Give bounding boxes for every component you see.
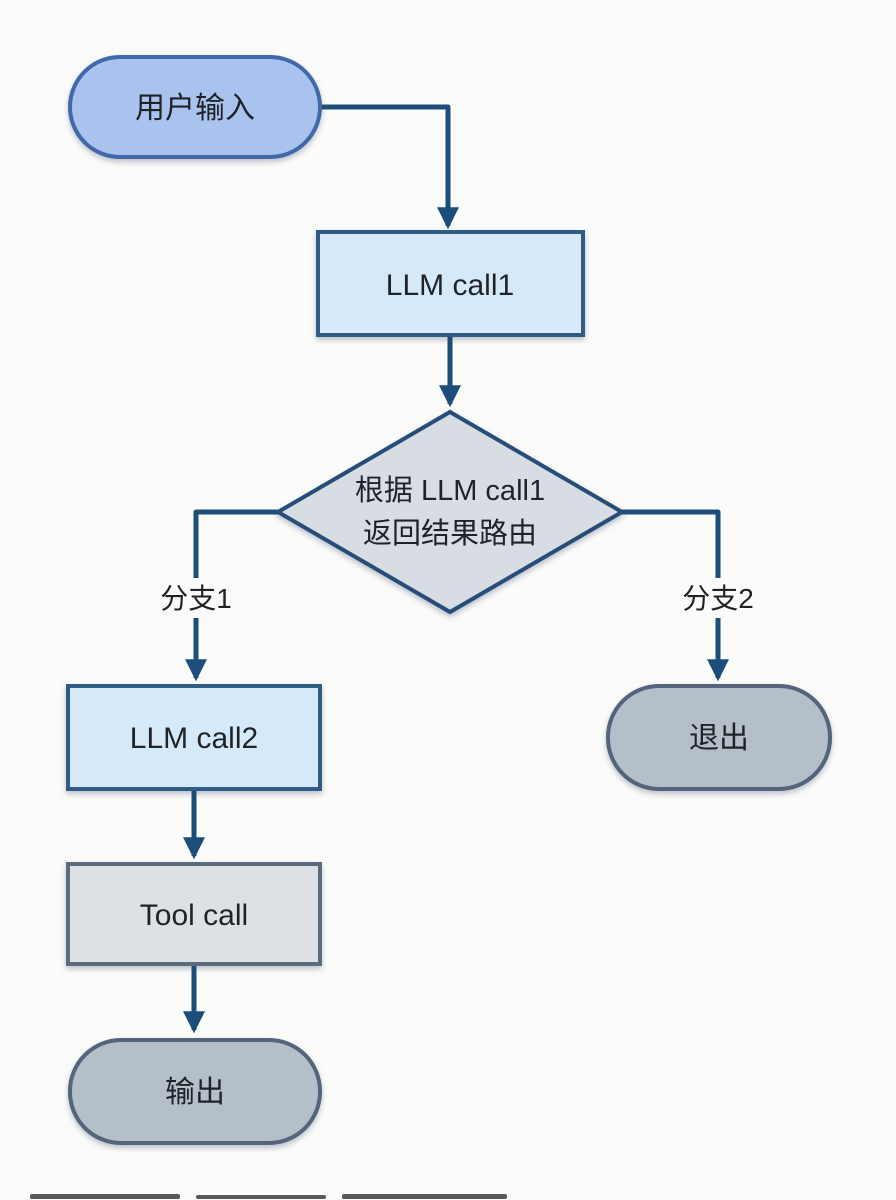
- exit-node: [606, 684, 832, 791]
- exit-node-label: 退出: [689, 722, 749, 755]
- route-decision-label-line2: 返回结果路由: [363, 517, 537, 550]
- start-node-label: 用户输入: [135, 92, 255, 125]
- branch2-label: 分支2: [682, 583, 754, 614]
- route-decision-node: [274, 409, 626, 615]
- edge-start-to-llm1: [320, 104, 459, 230]
- llm-call1-node: [316, 230, 585, 337]
- edge-route-to-exit: [618, 509, 729, 682]
- nodes-layer: 用户输入 LLM call1 根据 LLM call1 返回结果路由 LLM c…: [66, 55, 832, 1145]
- output-node: [68, 1038, 322, 1145]
- output-node-label: 输出: [165, 1076, 225, 1109]
- edge-route-to-llm2: [185, 509, 282, 682]
- llm-call2-node: [66, 684, 322, 791]
- route-decision-label-line1: 根据 LLM call1: [355, 474, 545, 507]
- branch1-label: 分支1: [160, 583, 232, 614]
- start-node: [68, 55, 322, 159]
- tool-call-label: Tool call: [140, 899, 248, 932]
- branch2-label-bg: [675, 578, 761, 618]
- edge-labels-layer: 分支1 分支2: [153, 578, 761, 618]
- llm-call2-label: LLM call2: [130, 722, 258, 755]
- branch1-label-bg: [153, 578, 239, 618]
- llm-call1-label: LLM call1: [386, 269, 514, 302]
- photo-edge-artifact: [30, 1194, 507, 1199]
- tool-call-node: [66, 862, 322, 966]
- edges-layer: [183, 104, 729, 1034]
